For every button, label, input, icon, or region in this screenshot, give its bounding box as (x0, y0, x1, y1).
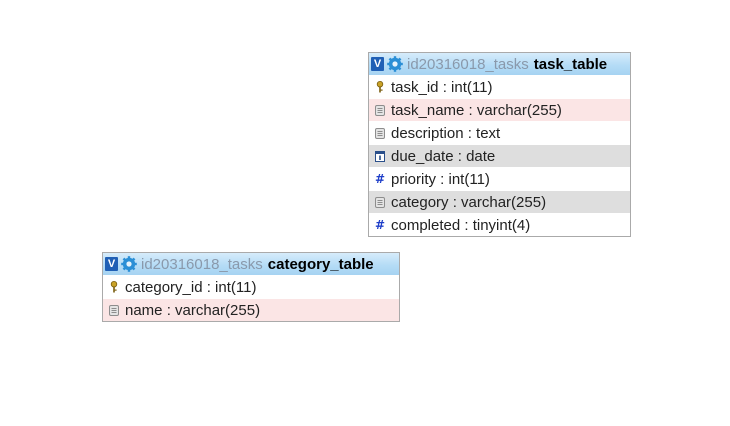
task-table-box[interactable]: V id20316018_tasks task_table (368, 52, 631, 237)
column-label: name : varchar(255) (125, 301, 261, 319)
column-label: category : varchar(255) (391, 193, 547, 211)
gear-icon[interactable] (121, 256, 137, 272)
column-row[interactable]: due_date : date (369, 144, 630, 167)
task-table-header[interactable]: V id20316018_tasks task_table (369, 53, 630, 75)
text-field-icon (109, 304, 119, 316)
toggle-columns-button[interactable]: V (105, 257, 118, 271)
toggle-columns-button[interactable]: V (371, 57, 384, 71)
gear-icon[interactable] (387, 56, 403, 72)
column-label: due_date : date (391, 147, 496, 165)
column-row[interactable]: name : varchar(255) (103, 298, 399, 321)
primary-key-icon (109, 281, 119, 293)
column-label: completed : tinyint(4) (391, 216, 531, 234)
column-label: category_id : int(11) (125, 278, 257, 296)
column-label: priority : int(11) (391, 170, 490, 188)
numeric-icon: # (374, 218, 386, 232)
column-row[interactable]: description : text (369, 121, 630, 144)
category-table-box[interactable]: V id20316018_tasks category_table (102, 252, 400, 322)
category-table-header[interactable]: V id20316018_tasks category_table (103, 253, 399, 275)
column-row[interactable]: category_id : int(11) (103, 275, 399, 298)
column-row[interactable]: category : varchar(255) (369, 190, 630, 213)
text-field-icon (375, 127, 385, 139)
column-row[interactable]: task_id : int(11) (369, 75, 630, 98)
numeric-icon: # (374, 172, 386, 186)
database-name: id20316018_tasks (141, 255, 263, 273)
text-field-icon (375, 104, 385, 116)
table-name[interactable]: task_table (533, 55, 608, 73)
column-row[interactable]: # priority : int(11) (369, 167, 630, 190)
column-label: task_name : varchar(255) (391, 101, 562, 119)
column-row[interactable]: task_name : varchar(255) (369, 98, 630, 121)
column-label: task_id : int(11) (391, 78, 493, 96)
primary-key-icon (375, 81, 385, 93)
date-icon (375, 150, 385, 162)
database-name: id20316018_tasks (407, 55, 529, 73)
table-name[interactable]: category_table (267, 255, 374, 273)
column-label: description : text (391, 124, 501, 142)
text-field-icon (375, 196, 385, 208)
column-row[interactable]: # completed : tinyint(4) (369, 213, 630, 236)
